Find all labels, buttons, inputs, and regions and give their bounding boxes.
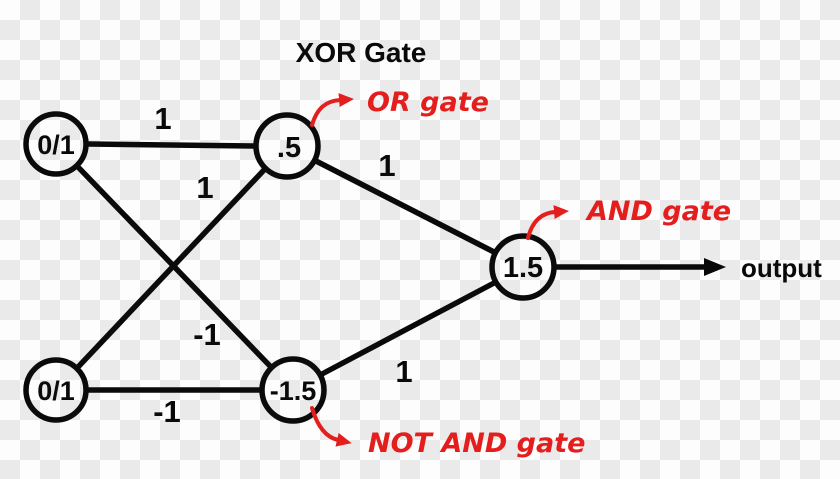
edge-nand-to-and (319, 280, 497, 377)
edge-input-bottom-to-or (76, 167, 267, 369)
annotation-arrows (310, 93, 569, 447)
weight-or-to-and: 1 (378, 148, 395, 183)
or-gate-annotation: OR gate (367, 87, 489, 118)
node-input-bottom-label: 0/1 (37, 376, 75, 406)
node-output-and (489, 233, 557, 301)
edge-input-top-to-or (86, 141, 257, 149)
diagram-title: XOR Gate (296, 37, 427, 68)
weight-nand-to-and: 1 (395, 354, 412, 389)
and-annotation-arrow-icon (526, 205, 569, 240)
node-hidden-or (253, 112, 321, 180)
node-input-bottom (23, 357, 89, 423)
weight-input-bottom-to-nand: -1 (153, 394, 181, 429)
and-gate-annotation: AND gate (585, 196, 731, 227)
weight-input-bottom-to-or: 1 (196, 170, 213, 205)
node-output-and-label: 1.5 (503, 252, 543, 284)
node-hidden-nand (259, 356, 327, 424)
weight-input-top-to-nand: -1 (193, 317, 221, 352)
node-input-top (23, 111, 89, 177)
edge-or-to-and (313, 158, 497, 255)
nodes (23, 111, 557, 424)
node-hidden-nand-label: -1.5 (270, 376, 317, 406)
nand-annotation-arrow-icon (310, 406, 352, 447)
edges (76, 141, 726, 393)
nand-gate-annotation: NOT AND gate (368, 428, 585, 459)
node-input-top-label: 0/1 (37, 130, 75, 160)
or-annotation-arrow-icon (310, 93, 354, 127)
weight-input-top-to-or: 1 (154, 101, 171, 136)
node-hidden-or-label: .5 (277, 132, 301, 164)
output-label: output (741, 253, 822, 283)
